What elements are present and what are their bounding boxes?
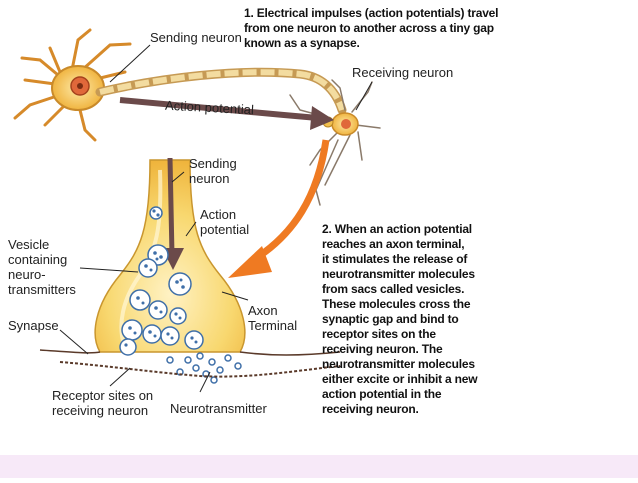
receiving-neuron-top xyxy=(289,79,381,206)
label-action-potential-zoom: Action potential xyxy=(200,207,249,237)
caption-step-1-line: known as a synapse. xyxy=(244,36,360,50)
label-sending-neuron-zoom: Sending neuron xyxy=(189,156,237,186)
label-sending-neuron-zoom-line1: Sending xyxy=(189,156,237,171)
label-action-potential-zoom-line1: Action xyxy=(200,207,237,222)
label-synapse: Synapse xyxy=(8,318,59,333)
caption-step-2-line: reaches an axon terminal, xyxy=(322,237,465,251)
presynaptic-membrane-line xyxy=(39,349,101,354)
label-receiving-neuron: Receiving neuron xyxy=(352,65,454,80)
caption-step-2-line: either excite or inhibit a new xyxy=(322,372,478,386)
caption-step-1: 1. Electrical impulses (action potential… xyxy=(244,6,498,51)
label-axon-terminal-line2: Terminal xyxy=(248,318,298,333)
label-sending-neuron-top: Sending neuron xyxy=(150,30,242,45)
caption-step-2: 2. When an action potential reaches an a… xyxy=(322,222,478,417)
caption-step-2-line: synaptic gap and bind to xyxy=(322,312,459,326)
neurotransmitter-molecules xyxy=(166,352,242,384)
footer-band xyxy=(0,455,638,478)
caption-step-1-line: 1. Electrical impulses (action potential… xyxy=(244,6,499,20)
label-receptor-sites-line1: Receptor sites on xyxy=(52,388,154,403)
label-vesicle-line4: transmitters xyxy=(8,282,76,297)
caption-step-2-line: receiving neuron. xyxy=(322,402,419,416)
label-receptor-sites: Receptor sites on receiving neuron xyxy=(52,388,153,418)
sending-neuron-top xyxy=(13,28,347,142)
receiving-membrane xyxy=(59,361,341,378)
caption-step-2-line: receptor sites on the xyxy=(322,327,436,341)
label-vesicle-line3: neuro- xyxy=(8,267,46,282)
presynaptic-membrane-line-right xyxy=(239,351,341,356)
caption-step-2-line: receiving neuron. The xyxy=(322,342,443,356)
action-potential-zoom-arrow xyxy=(167,157,175,256)
label-vesicle-line2: containing xyxy=(8,252,68,267)
caption-step-2-line: neurotransmitter molecules xyxy=(322,267,475,281)
caption-step-2-line: neurotransmitter molecules xyxy=(322,357,475,371)
caption-step-1-line: from one neuron to another across a tiny… xyxy=(244,21,494,35)
label-neurotransmitter: Neurotransmitter xyxy=(170,401,267,416)
label-vesicle: Vesicle containing neuro- transmitters xyxy=(8,237,76,297)
leader-lines xyxy=(59,44,373,393)
orange-zoom-arrow xyxy=(248,139,330,266)
vesicle-contents xyxy=(124,209,198,347)
label-action-potential-zoom-line2: potential xyxy=(200,222,250,237)
orange-zoom-arrowhead xyxy=(228,246,272,278)
caption-step-2-line: These molecules cross the xyxy=(322,297,471,311)
label-sending-neuron-zoom-line2: neuron xyxy=(189,171,230,186)
action-potential-arrow xyxy=(119,97,319,121)
label-vesicle-line1: Vesicle xyxy=(8,237,50,252)
label-axon-terminal-line1: Axon xyxy=(248,303,278,318)
label-receptor-sites-line2: receiving neuron xyxy=(52,403,149,418)
caption-step-2-line: 2. When an action potential xyxy=(322,222,472,236)
caption-step-2-line: from sacs called vesicles. xyxy=(322,282,465,296)
action-potential-arrowhead xyxy=(310,106,334,130)
caption-step-2-line: it stimulates the release of xyxy=(322,252,468,266)
label-axon-terminal: Axon Terminal xyxy=(248,303,297,333)
caption-step-2-line: action potential in the xyxy=(322,387,442,401)
